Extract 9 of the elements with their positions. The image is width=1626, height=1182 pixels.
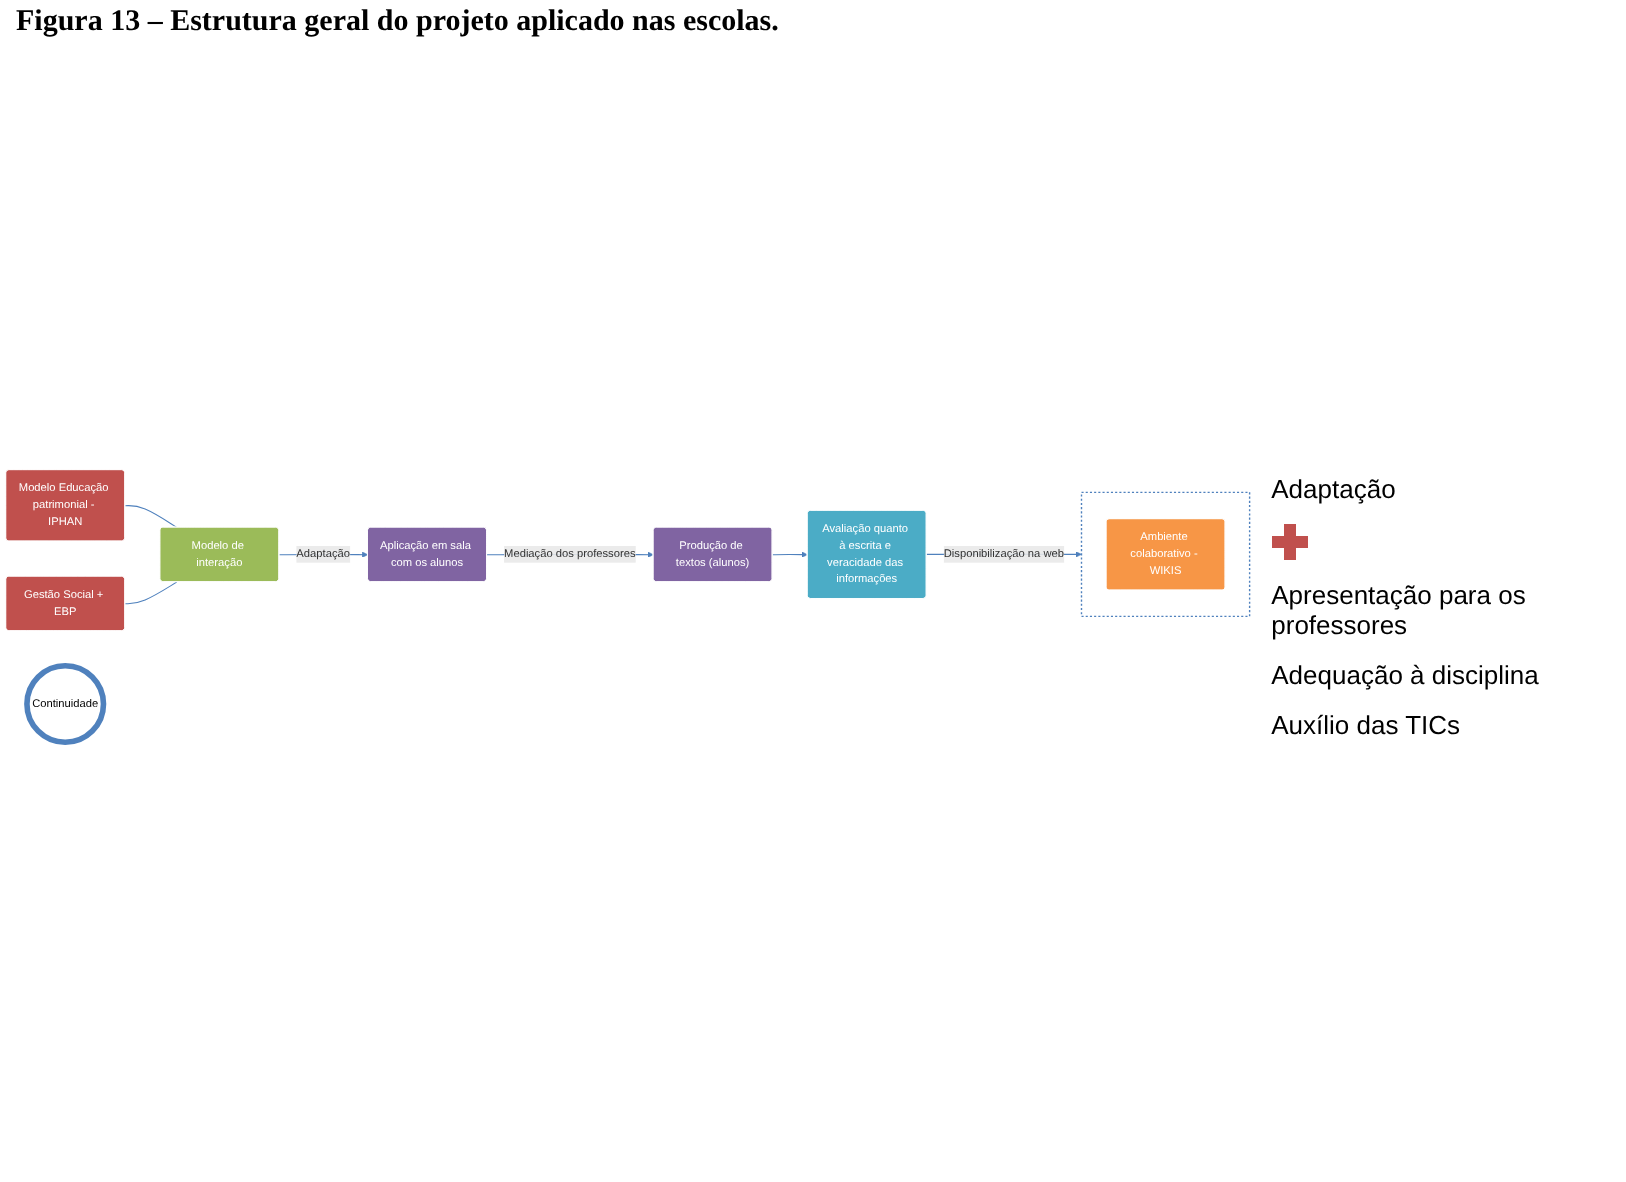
arrow bbox=[771, 551, 808, 558]
note-text: Adaptação bbox=[1271, 473, 1398, 503]
figure-title: Figura 13 – Estrutura geral do projeto aplicado nas escolas. bbox=[14, 4, 781, 42]
note-text: Auxílio das TICs bbox=[1271, 709, 1463, 739]
connector bbox=[124, 505, 178, 528]
note-text: Adequação à disciplina bbox=[1271, 659, 1541, 689]
cluster bbox=[1080, 491, 1251, 618]
connector bbox=[124, 581, 178, 605]
note-text: Apresentação para os professores bbox=[1271, 579, 1528, 639]
